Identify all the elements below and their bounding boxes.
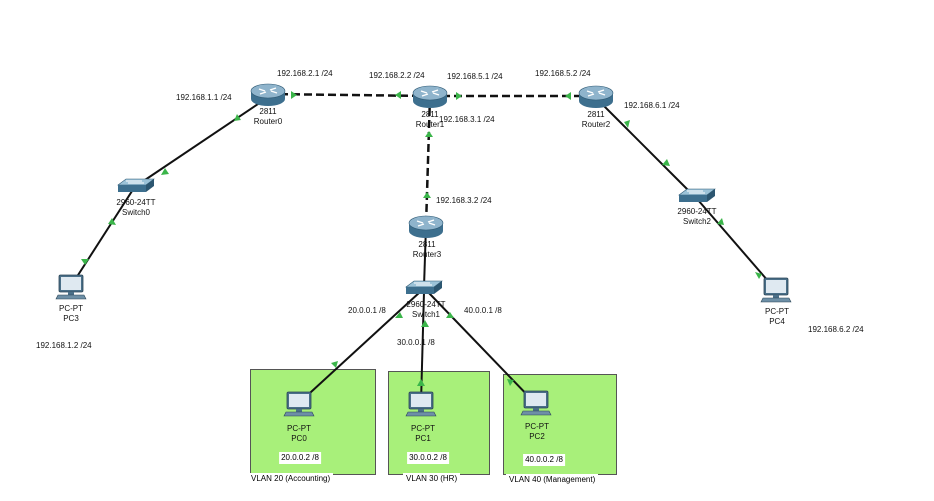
link-up-marker xyxy=(507,379,514,386)
pc0-model-label: PC-PT xyxy=(287,424,311,433)
link-up-marker xyxy=(624,120,630,128)
link-up-marker xyxy=(161,168,169,175)
pc2-icon[interactable] xyxy=(520,390,552,416)
ip-label-r2-lan: 192.168.6.1 /24 xyxy=(624,101,680,110)
link-router2-switch2 xyxy=(597,99,695,197)
router0-model-label: 2811 xyxy=(259,107,277,116)
router1-icon[interactable] xyxy=(412,85,448,109)
pc0-name-label: PC0 xyxy=(291,434,307,443)
ip-label-pc1: 30.0.0.2 /8 xyxy=(407,452,449,464)
link-router1-router3 xyxy=(424,95,432,227)
ip-label-pc2: 40.0.0.2 /8 xyxy=(523,454,565,466)
pc1-icon[interactable] xyxy=(405,391,437,417)
ip-label-r0-lan: 192.168.1.1 /24 xyxy=(176,93,232,102)
router2-icon[interactable] xyxy=(578,85,614,109)
ip-label-pc4: 192.168.6.2 /24 xyxy=(808,325,864,334)
link-switch1-pc0 xyxy=(298,291,421,404)
pc3-model-label: PC-PT xyxy=(59,304,83,313)
router3-icon[interactable] xyxy=(408,215,444,239)
link-up-marker xyxy=(755,272,762,279)
router3-model-label: 2811 xyxy=(418,240,436,249)
switch1-name-label: Switch1 xyxy=(411,310,441,319)
link-up-marker xyxy=(662,159,670,166)
link-up-marker xyxy=(108,218,116,225)
link-router0-switch0 xyxy=(135,99,265,187)
ip-label-pc0: 20.0.0.2 /8 xyxy=(279,452,321,464)
switch1-model-label: 2960-24TT xyxy=(406,300,446,309)
link-up-marker xyxy=(234,114,241,121)
vlan30-label: VLAN 30 (HR) xyxy=(403,473,461,485)
pc4-model-label: PC-PT xyxy=(765,307,789,316)
switch0-icon[interactable] xyxy=(117,178,155,193)
switch1-icon[interactable] xyxy=(405,280,443,295)
pc4-name-label: PC4 xyxy=(769,317,785,326)
router1-model-label: 2811 xyxy=(421,110,439,119)
link-up-marker xyxy=(395,91,401,99)
link-up-marker xyxy=(291,91,297,99)
vlan40-label: VLAN 40 (Management) xyxy=(506,474,599,486)
link-up-marker xyxy=(421,320,429,327)
pc1-model-label: PC-PT xyxy=(411,424,435,433)
ip-label-vlan20-gateway: 20.0.0.1 /8 xyxy=(348,306,386,315)
link-up-marker xyxy=(717,218,724,225)
vlan20-label: VLAN 20 (Accounting) xyxy=(248,473,334,485)
pc2-model-label: PC-PT xyxy=(525,422,549,431)
pc1-name-label: PC1 xyxy=(415,434,431,443)
ip-label-pc3: 192.168.1.2 /24 xyxy=(36,341,92,350)
pc3-name-label: PC3 xyxy=(63,314,79,323)
switch2-name-label: Switch2 xyxy=(682,217,712,226)
switch0-name-label: Switch0 xyxy=(121,208,151,217)
link-up-marker xyxy=(417,379,425,386)
router0-icon[interactable] xyxy=(250,83,286,107)
link-up-marker xyxy=(395,312,403,318)
link-up-marker xyxy=(81,259,89,265)
router1-name-label: Router1 xyxy=(415,120,445,129)
ip-label-r2-r1: 192.168.5.2 /24 xyxy=(535,69,591,78)
link-up-marker xyxy=(456,92,462,100)
ip-label-r1-r2: 192.168.5.1 /24 xyxy=(447,72,503,81)
pc3-icon[interactable] xyxy=(55,274,87,300)
ip-label-r3-r1: 192.168.3.2 /24 xyxy=(436,196,492,205)
ip-label-vlan40-gateway: 40.0.0.1 /8 xyxy=(464,306,502,315)
router3-name-label: Router3 xyxy=(412,250,442,259)
ip-label-r1-r3: 192.168.3.1 /24 xyxy=(439,115,495,124)
ip-label-r1-r0: 192.168.2.2 /24 xyxy=(369,71,425,80)
ip-label-r0-r1: 192.168.2.1 /24 xyxy=(277,69,333,78)
router2-name-label: Router2 xyxy=(581,120,611,129)
link-status-markers xyxy=(81,91,762,386)
link-switch0-pc3 xyxy=(70,187,135,287)
router2-model-label: 2811 xyxy=(587,110,605,119)
ip-label-vlan30-gateway: 30.0.0.1 /8 xyxy=(397,338,435,347)
link-up-marker xyxy=(331,361,338,368)
link-up-marker xyxy=(565,92,571,100)
pc2-name-label: PC2 xyxy=(529,432,545,441)
link-up-marker xyxy=(446,312,454,318)
link-switch1-pc2 xyxy=(427,291,535,403)
switch2-icon[interactable] xyxy=(678,188,716,203)
link-switch2-pc4 xyxy=(697,199,776,290)
link-up-marker xyxy=(423,192,431,198)
pc0-icon[interactable] xyxy=(283,391,315,417)
switch0-model-label: 2960-24TT xyxy=(116,198,156,207)
link-up-marker xyxy=(425,131,433,137)
pc4-icon[interactable] xyxy=(760,277,792,303)
router0-name-label: Router0 xyxy=(253,117,283,126)
switch2-model-label: 2960-24TT xyxy=(677,207,717,216)
